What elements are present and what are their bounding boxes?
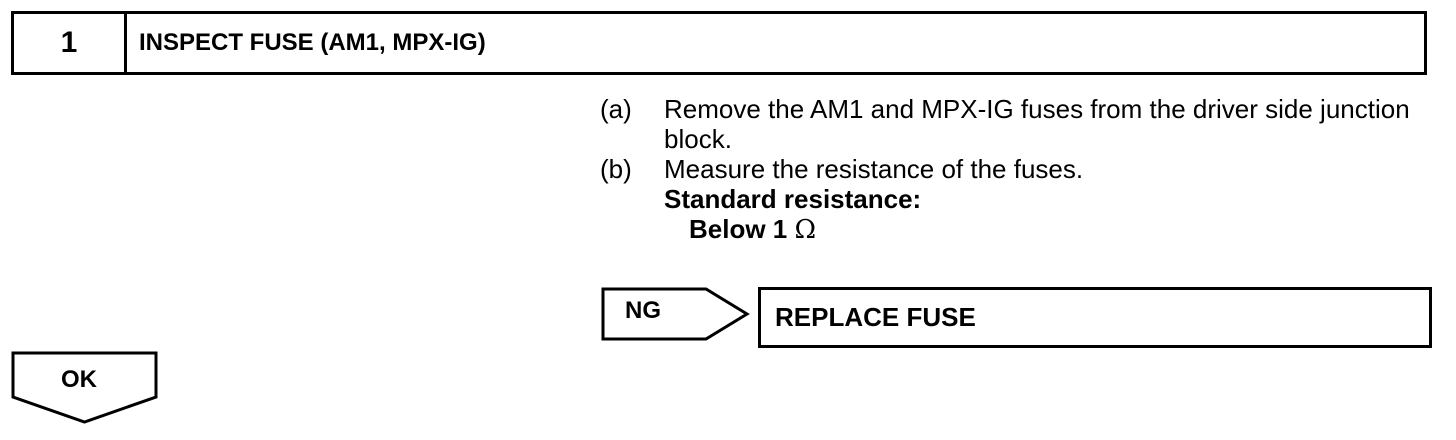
ng-branch-flag: NG [601,287,751,341]
step-header: 1 INSPECT FUSE (AM1, MPX-IG) [11,11,1427,75]
ok-label: OK [61,366,97,393]
instruction-text: Measure the resistance of the fuses. [664,154,1084,184]
spec-value: Below 1 [689,214,788,244]
ng-result-box: REPLACE FUSE [758,287,1432,348]
spec-unit: Ω [794,215,817,245]
ng-arrow-shape [601,287,750,341]
spec-value-line: Below 1 Ω [664,214,1440,245]
ng-result-text: REPLACE FUSE [775,302,976,332]
ng-label: NG [625,297,661,324]
step-number: 1 [14,14,127,72]
spec-label: Standard resistance: [664,184,922,214]
instructions-list: (a) Remove the AM1 and MPX-IG fuses from… [600,94,1440,245]
step-title: INSPECT FUSE (AM1, MPX-IG) [139,29,486,56]
ok-arrow-shape [11,351,158,424]
instruction-marker: (a) [600,94,632,124]
instruction-body: Measure the resistance of the fuses. Sta… [664,154,1440,245]
instruction-marker: (b) [600,154,632,184]
ok-branch-flag: OK [11,351,159,425]
instruction-item-b: (b) Measure the resistance of the fuses.… [600,154,1440,245]
instruction-text: Remove the AM1 and MPX-IG fuses from the… [664,94,1410,154]
instruction-item-a: (a) Remove the AM1 and MPX-IG fuses from… [600,94,1440,154]
